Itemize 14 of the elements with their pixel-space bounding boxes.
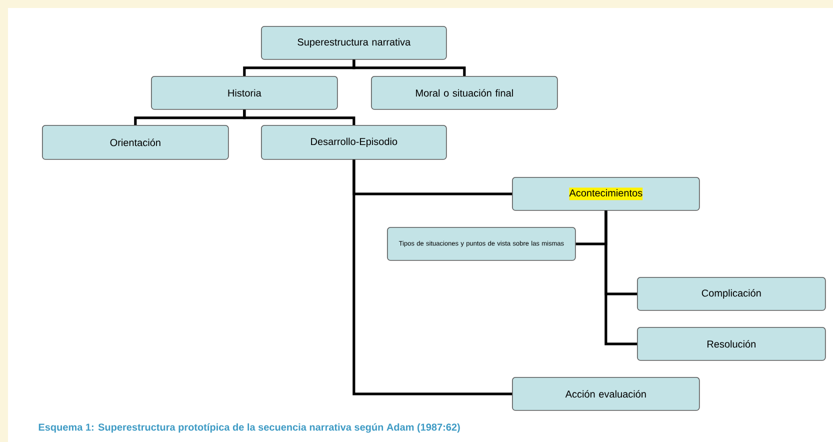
text-box: Acontecimientos <box>512 177 700 211</box>
text-box: Orientación <box>42 125 229 160</box>
connector-line <box>352 60 466 76</box>
text-box: Acción evaluación <box>512 377 700 411</box>
text-box: Resolución <box>637 327 826 361</box>
text-box: Desarrollo-Episodio <box>261 125 447 160</box>
connector-line <box>604 210 637 346</box>
text-box: Complicación <box>637 277 826 311</box>
connector-line <box>243 110 356 125</box>
text-box: Moral o situación final <box>371 76 558 110</box>
text-box: Historia <box>151 76 338 110</box>
text-box: Superestructura narrativa <box>261 26 447 60</box>
caption: Esquema 1: Superestructura prototípica de la secuencia narrativa según Adam (1987:62) <box>38 423 460 433</box>
connector-line <box>352 160 512 396</box>
